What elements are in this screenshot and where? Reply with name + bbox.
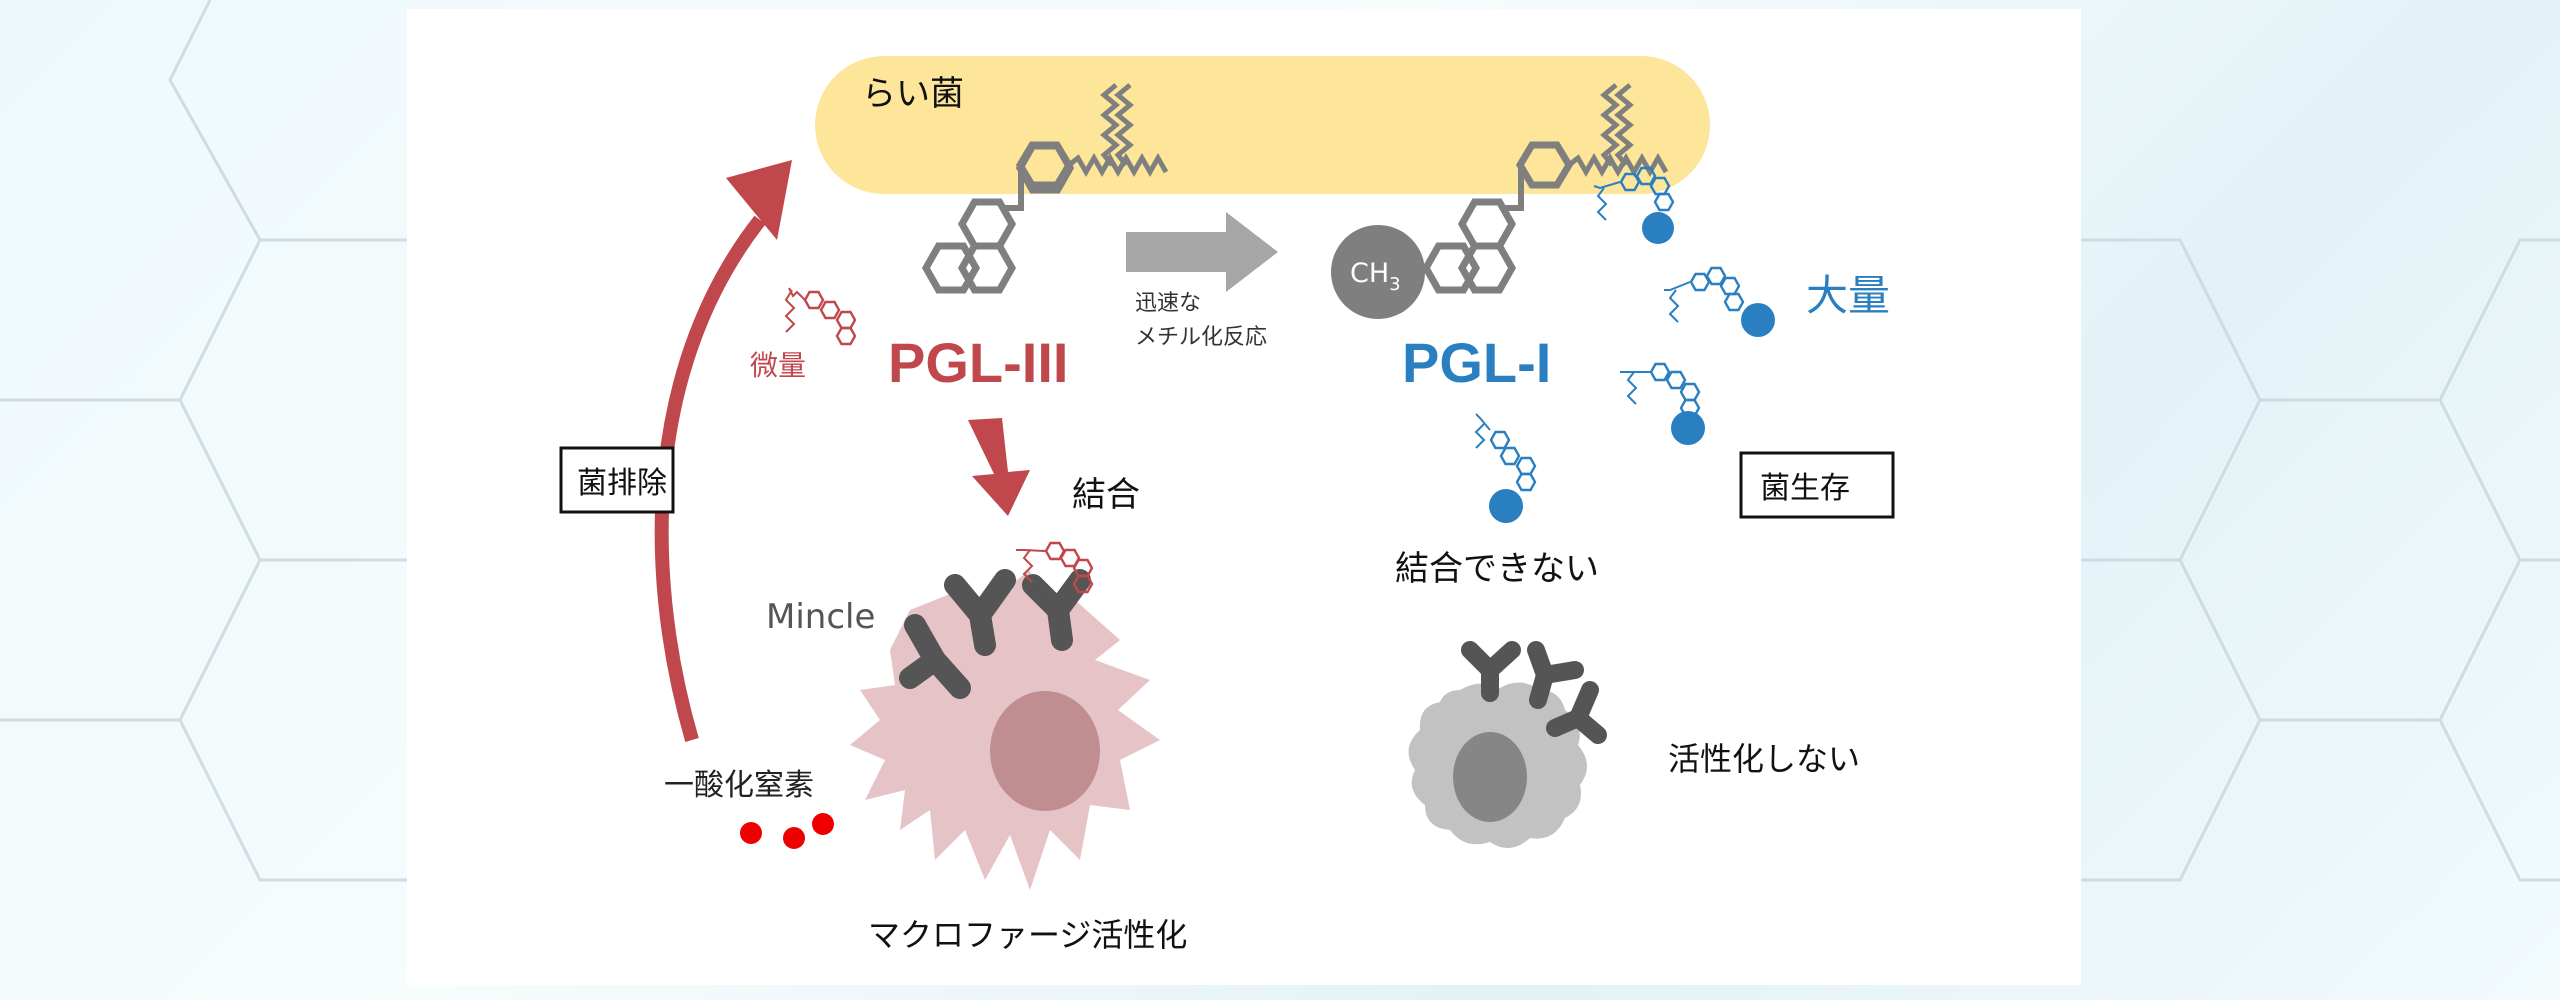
pgl3-molecule: [926, 83, 1169, 290]
mincle-label: Mincle: [766, 597, 875, 637]
pgl3-label: PGL-III: [888, 331, 1068, 394]
pgl1-free-molecule: [1664, 266, 1775, 337]
eliminate-box-label: 菌排除: [577, 466, 667, 501]
nitric-oxide-dots: [740, 813, 834, 849]
macrophage-activation-label: マクロファージ活性化: [868, 916, 1187, 954]
pgl1-free-molecule: [1474, 413, 1537, 523]
inactive-macrophage-nucleus: [1453, 732, 1527, 822]
reaction-label-2: メチル化反応: [1135, 325, 1267, 350]
bound-pgl3-molecule: [1016, 541, 1094, 594]
methyl-group-circle: [1331, 225, 1425, 319]
eliminate-box: [559, 446, 675, 514]
pgl1-amount-label: 大量: [1806, 271, 1890, 320]
pgl1-free-molecules: [1474, 166, 1775, 523]
bacterium-label: らい菌: [862, 74, 964, 114]
binding-arrow: [968, 418, 1030, 516]
no-binding-label: 結合できない: [1395, 549, 1599, 589]
mincle-receptors: [899, 569, 1091, 699]
pgl1-free-molecule: [1620, 362, 1705, 445]
inactive-mincle-receptors: [1461, 641, 1607, 744]
pgl3-amount-label: 微量: [750, 349, 806, 382]
pgl1-free-molecule: [1593, 166, 1675, 244]
pgl3-free-molecule: [784, 287, 857, 346]
elimination-arrow-head: [726, 160, 792, 240]
no-activation-label: 活性化しない: [1668, 740, 1860, 778]
pgl1-label: PGL-I: [1402, 331, 1551, 394]
activated-macrophage: [850, 570, 1160, 890]
methylation-arrow: [1126, 212, 1278, 292]
macrophage-nucleus: [990, 691, 1100, 811]
reaction-label-1: 迅速な: [1135, 291, 1201, 316]
survive-box: [1739, 451, 1895, 519]
binding-label: 結合: [1072, 475, 1140, 515]
bacterium-capsule: [815, 56, 1710, 194]
nitric-oxide-label: 一酸化窒素: [664, 768, 814, 803]
methyl-group-label: CH3: [1350, 258, 1401, 295]
elimination-arrow: [654, 215, 766, 742]
survive-box-label: 菌生存: [1760, 471, 1850, 506]
pgl1-molecule: [1426, 83, 1669, 290]
inactive-macrophage: [1408, 682, 1588, 849]
